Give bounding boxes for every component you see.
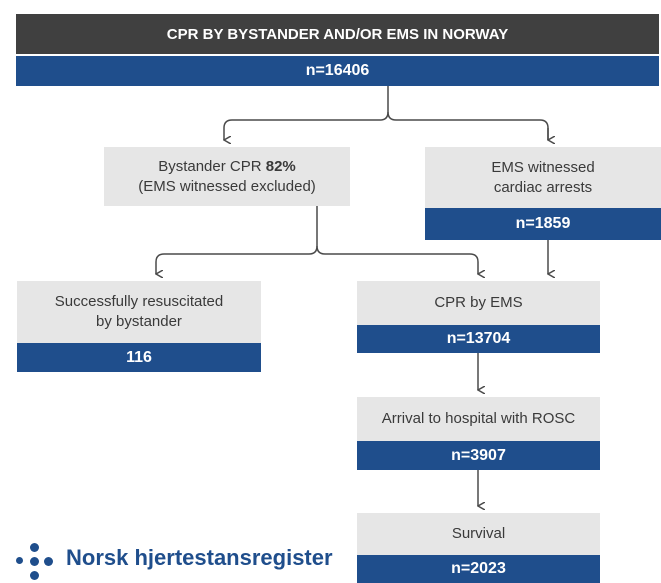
connector-total-right [387, 111, 549, 140]
connector-total-split [224, 86, 389, 140]
bystander-cpr-note: (EMS witnessed excluded) [138, 177, 316, 195]
bystander-cpr-label: Bystander CPR [158, 157, 266, 175]
ems-witnessed-box: EMS witnessed cardiac arrests [425, 147, 661, 208]
resuscitated-line1: Successfully resuscitated [54, 293, 224, 310]
connector-bystander-split [156, 206, 318, 274]
bystander-cpr-box: Bystander CPR 82% (EMS witnessed exclude… [104, 147, 350, 206]
registry-logo-text: Norsk hjertestansregister [66, 545, 333, 570]
ems-witnessed-line1: EMS witnessed [491, 158, 595, 176]
total-count-bar: n=16406 [16, 56, 659, 86]
registry-logo-mark [14, 540, 54, 583]
survival-label: Survival [451, 525, 506, 542]
ems-witnessed-count-bar: n=1859 [425, 208, 661, 240]
ems-witnessed-line2: cardiac arrests [493, 178, 593, 196]
resuscitated-count-bar: 116 [17, 343, 261, 372]
cpr-by-ems-label: CPR by EMS [434, 294, 523, 311]
diagram-title: CPR BY BYSTANDER AND/OR EMS IN NORWAY [16, 14, 659, 54]
resuscitated-by-bystander-box: Successfully resuscitated by bystander [17, 281, 261, 343]
arrival-rosc-box: Arrival to hospital with ROSC [357, 397, 600, 441]
arrival-rosc-count-bar: n=3907 [357, 441, 600, 470]
survival-count-bar: n=2023 [357, 555, 600, 583]
arrival-rosc-label: Arrival to hospital with ROSC [381, 410, 576, 427]
survival-box: Survival [357, 513, 600, 555]
bystander-cpr-percent: 82% [265, 157, 296, 175]
cpr-by-ems-count-bar: n=13704 [357, 325, 600, 353]
resuscitated-line2: by bystander [96, 313, 182, 330]
cpr-by-ems-box: CPR by EMS [357, 281, 600, 325]
